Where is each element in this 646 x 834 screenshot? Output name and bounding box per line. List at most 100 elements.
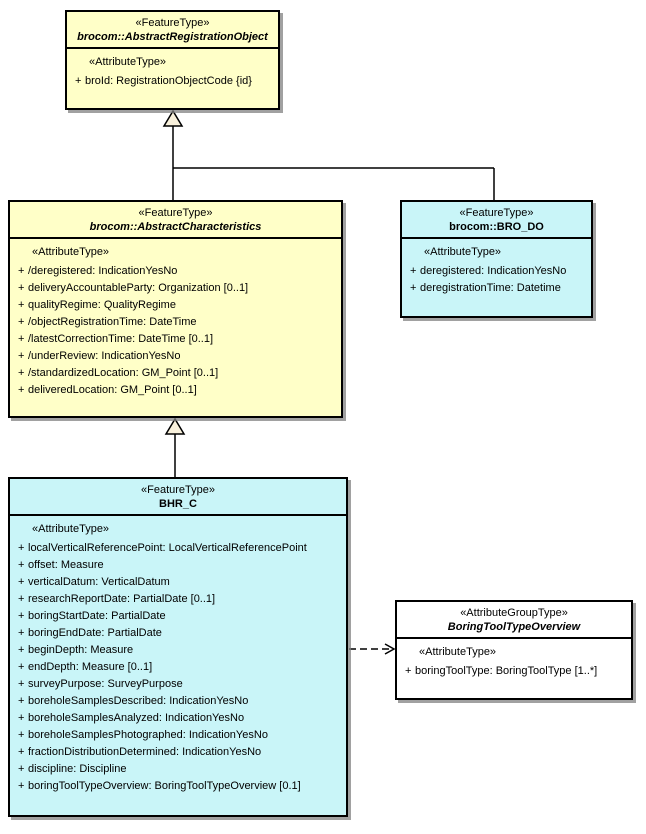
visibility-marker: + xyxy=(18,299,25,311)
class-header: «FeatureType» brocom::AbstractRegistrati… xyxy=(67,12,278,49)
attribute-label: endDepth: Measure [0..1] xyxy=(28,661,153,673)
attribute-label: fractionDistributionDetermined: Indicati… xyxy=(28,746,262,758)
visibility-marker: + xyxy=(18,678,25,690)
class-stereotype: «FeatureType» xyxy=(138,207,213,219)
generalization-connector xyxy=(162,109,495,200)
visibility-marker: + xyxy=(18,559,25,571)
visibility-marker: + xyxy=(18,316,25,328)
attribute-row: + boreholeSamplesAnalyzed: IndicationYes… xyxy=(12,710,344,727)
attribute-label: surveyPurpose: SurveyPurpose xyxy=(28,678,183,690)
attribute-row: + boreholeSamplesPhotographed: Indicatio… xyxy=(12,727,344,744)
attribute-row: + boringEndDate: PartialDate xyxy=(12,625,344,642)
visibility-marker: + xyxy=(18,333,25,345)
visibility-marker: + xyxy=(18,712,25,724)
visibility-marker: + xyxy=(18,593,25,605)
attribute-stereotype: «AttributeType» xyxy=(419,646,497,658)
generalization-triangle-icon xyxy=(162,109,184,127)
class-stereotype: «FeatureType» xyxy=(135,17,210,29)
visibility-marker: + xyxy=(18,627,25,639)
dependency-connector xyxy=(349,643,396,655)
attribute-label: boreholeSamplesDescribed: IndicationYesN… xyxy=(28,695,249,707)
class-header: «FeatureType» BHR_C xyxy=(10,479,346,516)
attributes-compartment: «AttributeType» + deregistered: Indicati… xyxy=(402,239,591,301)
class-stereotype: «AttributeGroupType» xyxy=(460,607,568,619)
open-arrowhead-icon xyxy=(384,643,396,655)
attribute-label: deregistrationTime: Datetime xyxy=(420,282,561,294)
visibility-marker: + xyxy=(18,644,25,656)
visibility-marker: + xyxy=(18,576,25,588)
attribute-row: + localVerticalReferencePoint: LocalVert… xyxy=(12,540,344,557)
attribute-label: boringToolTypeOverview: BoringToolTypeOv… xyxy=(28,780,301,792)
class-header: «FeatureType» brocom::BRO_DO xyxy=(402,202,591,239)
attributes-compartment: «AttributeType» + broId: RegistrationObj… xyxy=(67,49,278,94)
class-name: brocom::AbstractCharacteristics xyxy=(89,221,262,233)
attribute-row: + deliveredLocation: GM_Point [0..1] xyxy=(12,382,339,399)
attribute-label: deliveryAccountableParty: Organization [… xyxy=(28,282,249,294)
attribute-label: deliveredLocation: GM_Point [0..1] xyxy=(28,384,197,396)
attributes-compartment: «AttributeType» + localVerticalReference… xyxy=(10,516,346,799)
visibility-marker: + xyxy=(410,265,417,277)
attribute-row: + fractionDistributionDetermined: Indica… xyxy=(12,744,344,761)
class-stereotype: «FeatureType» xyxy=(141,484,215,496)
class-name: brocom::BRO_DO xyxy=(449,221,544,233)
attribute-row: + boringToolType: BoringToolType [1..*] xyxy=(399,663,629,680)
class-header: «AttributeGroupType» BoringToolTypeOverv… xyxy=(397,602,631,639)
attributes-compartment: «AttributeType» + boringToolType: Boring… xyxy=(397,639,631,684)
attribute-label: broId: RegistrationObjectCode {id} xyxy=(85,75,252,87)
visibility-marker: + xyxy=(18,282,25,294)
attribute-label: qualityRegime: QualityRegime xyxy=(28,299,176,311)
attributes-compartment: «AttributeType» + /deregistered: Indicat… xyxy=(10,239,341,403)
visibility-marker: + xyxy=(18,763,25,775)
attribute-label: boringToolType: BoringToolType [1..*] xyxy=(415,665,598,677)
attribute-label: verticalDatum: VerticalDatum xyxy=(28,576,170,588)
attribute-label: /underReview: IndicationYesNo xyxy=(28,350,181,362)
visibility-marker: + xyxy=(18,661,25,673)
attribute-row: + /deregistered: IndicationYesNo xyxy=(12,263,339,280)
attribute-row: + broId: RegistrationObjectCode {id} xyxy=(69,73,276,90)
attribute-row: + deregistrationTime: Datetime xyxy=(404,280,589,297)
attribute-label: localVerticalReferencePoint: LocalVertic… xyxy=(28,542,307,554)
visibility-marker: + xyxy=(75,75,82,87)
attribute-row: + boreholeSamplesDescribed: IndicationYe… xyxy=(12,693,344,710)
attribute-stereotype: «AttributeType» xyxy=(32,246,110,258)
class-name: BHR_C xyxy=(159,498,197,510)
class-name: brocom::AbstractRegistrationObject xyxy=(77,31,268,43)
visibility-marker: + xyxy=(18,610,25,622)
visibility-marker: + xyxy=(410,282,417,294)
attribute-row: + beginDepth: Measure xyxy=(12,642,344,659)
attribute-row: + /underReview: IndicationYesNo xyxy=(12,348,339,365)
generalization-connector xyxy=(164,417,186,477)
attribute-row: + boringStartDate: PartialDate xyxy=(12,608,344,625)
attribute-label: beginDepth: Measure xyxy=(28,644,134,656)
attribute-label: boreholeSamplesPhotographed: IndicationY… xyxy=(28,729,268,741)
attribute-stereotype: «AttributeType» xyxy=(424,246,502,258)
attribute-row: + qualityRegime: QualityRegime xyxy=(12,297,339,314)
class-abstract-registration-object[interactable]: «FeatureType» brocom::AbstractRegistrati… xyxy=(65,10,280,110)
visibility-marker: + xyxy=(18,542,25,554)
attribute-label: discipline: Discipline xyxy=(28,763,127,775)
attribute-label: offset: Measure xyxy=(28,559,104,571)
attribute-label: /standardizedLocation: GM_Point [0..1] xyxy=(28,367,219,379)
attribute-row: + /standardizedLocation: GM_Point [0..1] xyxy=(12,365,339,382)
visibility-marker: + xyxy=(18,729,25,741)
visibility-marker: + xyxy=(18,746,25,758)
attribute-label: boringStartDate: PartialDate xyxy=(28,610,166,622)
visibility-marker: + xyxy=(18,367,25,379)
attribute-row: + discipline: Discipline xyxy=(12,761,344,778)
visibility-marker: + xyxy=(18,695,25,707)
attribute-row: + boringToolTypeOverview: BoringToolType… xyxy=(12,778,344,795)
visibility-marker: + xyxy=(18,265,25,277)
attribute-stereotype: «AttributeType» xyxy=(32,523,110,535)
attribute-label: researchReportDate: PartialDate [0..1] xyxy=(28,593,216,605)
class-bro-do[interactable]: «FeatureType» brocom::BRO_DO «AttributeT… xyxy=(400,200,593,318)
class-boring-tool-type-overview[interactable]: «AttributeGroupType» BoringToolTypeOverv… xyxy=(395,600,633,700)
attribute-label: /latestCorrectionTime: DateTime [0..1] xyxy=(28,333,214,345)
attribute-label: /objectRegistrationTime: DateTime xyxy=(28,316,197,328)
attribute-row: + endDepth: Measure [0..1] xyxy=(12,659,344,676)
attribute-row: + verticalDatum: VerticalDatum xyxy=(12,574,344,591)
class-bhr-c[interactable]: «FeatureType» BHR_C «AttributeType» + lo… xyxy=(8,477,348,817)
visibility-marker: + xyxy=(18,350,25,362)
attribute-label: /deregistered: IndicationYesNo xyxy=(28,265,178,277)
class-abstract-characteristics[interactable]: «FeatureType» brocom::AbstractCharacteri… xyxy=(8,200,343,418)
